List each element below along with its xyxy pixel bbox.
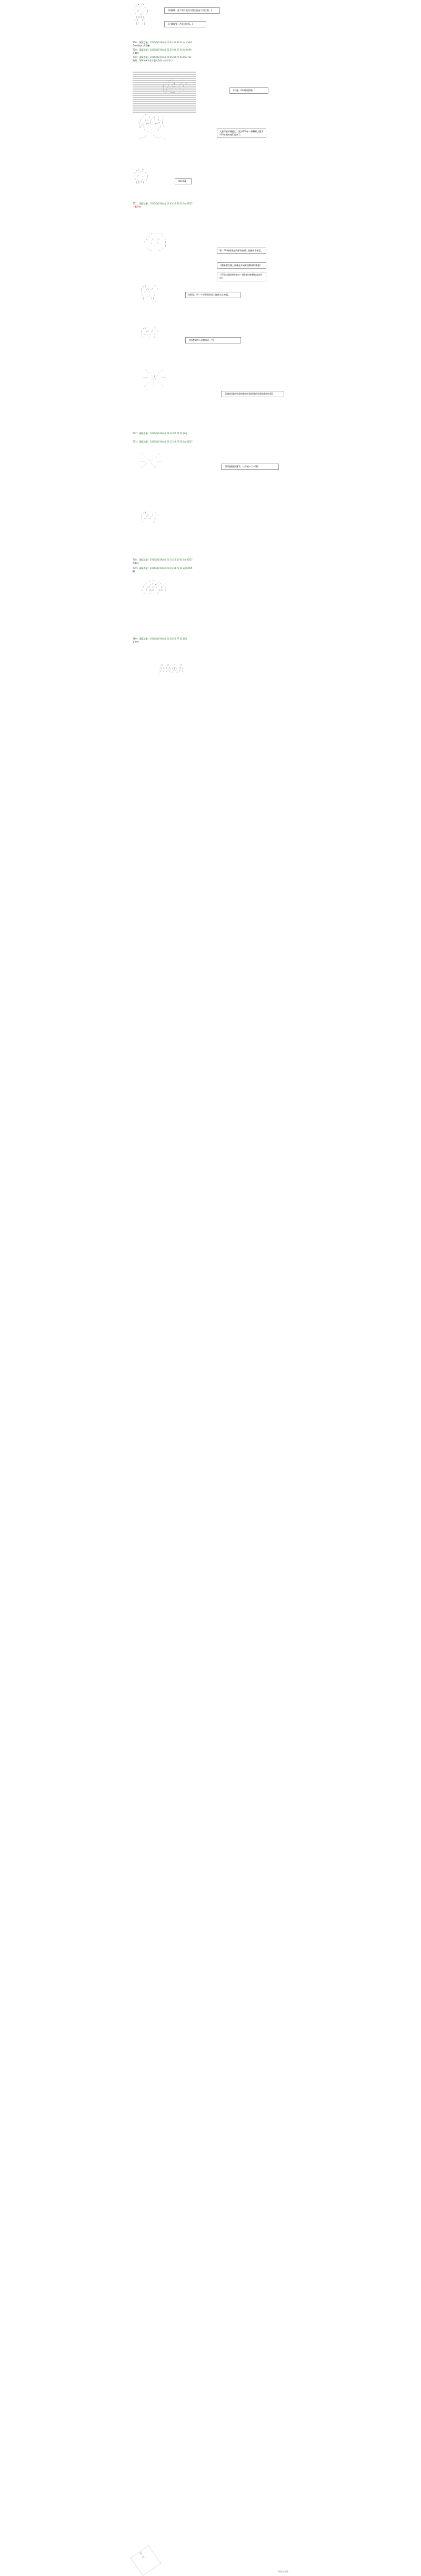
forum-post: 729 ：弱気な星：2015/08/19(水) 22:05:00.27 ID:4… — [133, 48, 192, 54]
ascii-art-figure-11: ,. ―‐- 、 ／ ,/ ,/ ヽ ＼ / /ｲ ノ ﾉ l ヽ l ,ｲ ｨ… — [141, 579, 167, 595]
ascii-art-rays-9: ＼ ／ ＼ ／ ＿＿ ＼／ ＿＿ ／ ＼ ／ ＼ — [139, 453, 162, 469]
forum-post: 780 ：弱気な星：2015/08/19(水) 22:18:56.77 ID:J… — [133, 637, 187, 643]
speech-bubble: 【小星，6年时的梦想。】 — [229, 87, 268, 94]
ascii-art-figure-5: ,. ―‐- 、 ／ ＼ / ,ﾍ ,ﾍ ヽ l ○ ○ l | ‐ | ＼ ＿… — [144, 232, 167, 254]
ascii-art-portrait-1: ,ィ ヘ ／ ´￣ ヽ ｛ ｒ ‐、 } ヽ＿,ノ ノ )彡ミ( ／l l＼ |… — [133, 3, 149, 25]
ascii-art-crowd-bottom: ○ ○ ○ ○ /|\ /|\ /|\ /|\ / \ / \ / \ / \ — [159, 664, 184, 673]
speech-bubble: 【不没法我的新6年时一场6年时梦想的过去代价】 — [217, 272, 266, 281]
speech-bubble: 大量下前半輪廻に、或为600年一期算帐大量下400年間的魂们过来了。 — [217, 129, 266, 138]
speech-bubble: 【求婚熊、这个男人现在可是已经走了回忆呢。】 — [164, 7, 220, 14]
speech-bubble: 【D100】 — [175, 178, 192, 184]
forum-post: 728 ：弱気な星：2015/08/19(水) 22:02:36.62 ID:o… — [133, 41, 192, 47]
speech-bubble: 在那里，另一个世界里的男人被称为上帝哦。 — [185, 292, 241, 298]
forum-post: 772 ：弱気な星：2015/08/19(水) 22:12:07.71 ID:J… — [133, 432, 187, 435]
ascii-art-figure-2: ,ィ´￣￣｀ヽ ／ ,ィ ,ﾍ ヽ l / |/ ﾉ l | ｲ ´￣ ｀ ￣ … — [163, 79, 188, 95]
ascii-art-portrait-6: ,ィ´￣￣ヽ / ,ﾍ ,ﾍ l ｛ ｰ- -ｰ } ヽ ‐ ノ ||￣￣|| — [139, 284, 158, 300]
forum-post: 731 ：弱気な星：2015/08/19(水) 22:05:20.63 ID:G… — [133, 202, 193, 208]
forum-post: 778 ：弱気な星：2015/08/19(水) 22:14:26.56 ID:G… — [133, 558, 193, 564]
speed-lines — [133, 71, 196, 114]
ascii-art-scene-8: ＼ | ／ ＼ | ／ ＿＿ ＼|／ ＿＿ ／|＼ ／ | ＼ ／ | ＼ — [143, 369, 167, 388]
speech-bubble: 【不要接受，在走回大家。】 — [164, 21, 206, 27]
speech-bubble: 【请联系我的外面的星的外面的星的外面的星的外面】 — [221, 391, 284, 397]
watermark: 漫画台漫画 — [278, 2570, 288, 2573]
speech-bubble: 【重来前在路上很难走开或来回期成的演变】 — [217, 262, 266, 269]
speech-bubble: 嗯，6年时候说起的那块空间，已经中了新型。 — [217, 248, 266, 254]
forum-post: 730 ：弱気な星：2015/08/19(水) 22:05:03.75 ID:H… — [133, 56, 192, 62]
page-strip — [132, 0, 289, 2575]
ascii-art-portrait-10: ,ィ´￣￣ヽ / ,ﾍ ,ﾍ l ｛ ｰ- -ｰ } ヽ ‐ ノ — [139, 511, 158, 524]
ascii-art-portrait-4: ,ィ ヘ ／ ´￣ ヽ ｛ ｒ ‐、 } ヽ＿,ノ ノ )彡ミ( — [133, 169, 149, 184]
ascii-art-portrait-7: ,ィ´￣￣ヽ / ,ﾍ ,ﾍ l ｛ ｰ- -ｰ } ヽ ‐ ノ — [139, 327, 158, 339]
ascii-art-face-3: ,. ―‐- 、 ／ ,/ ,/ ヽ ＼ / /ｲ ノ ﾉ l ヽ l ,ｲ ｨ… — [138, 113, 166, 141]
speech-bubble: 【即期望重到星下，以下来一个一场】 — [221, 464, 279, 470]
forum-post: 773 ：弱気な星：2015/08/19(水) 22:12:20.75 ID:G… — [133, 440, 193, 443]
forum-post: 779 ：弱気な星：2015/08/19(水) 22:14:34.71 ID:x… — [133, 567, 193, 573]
speech-bubble: 【而遗失的人灵魂再给一个】 — [185, 337, 241, 343]
